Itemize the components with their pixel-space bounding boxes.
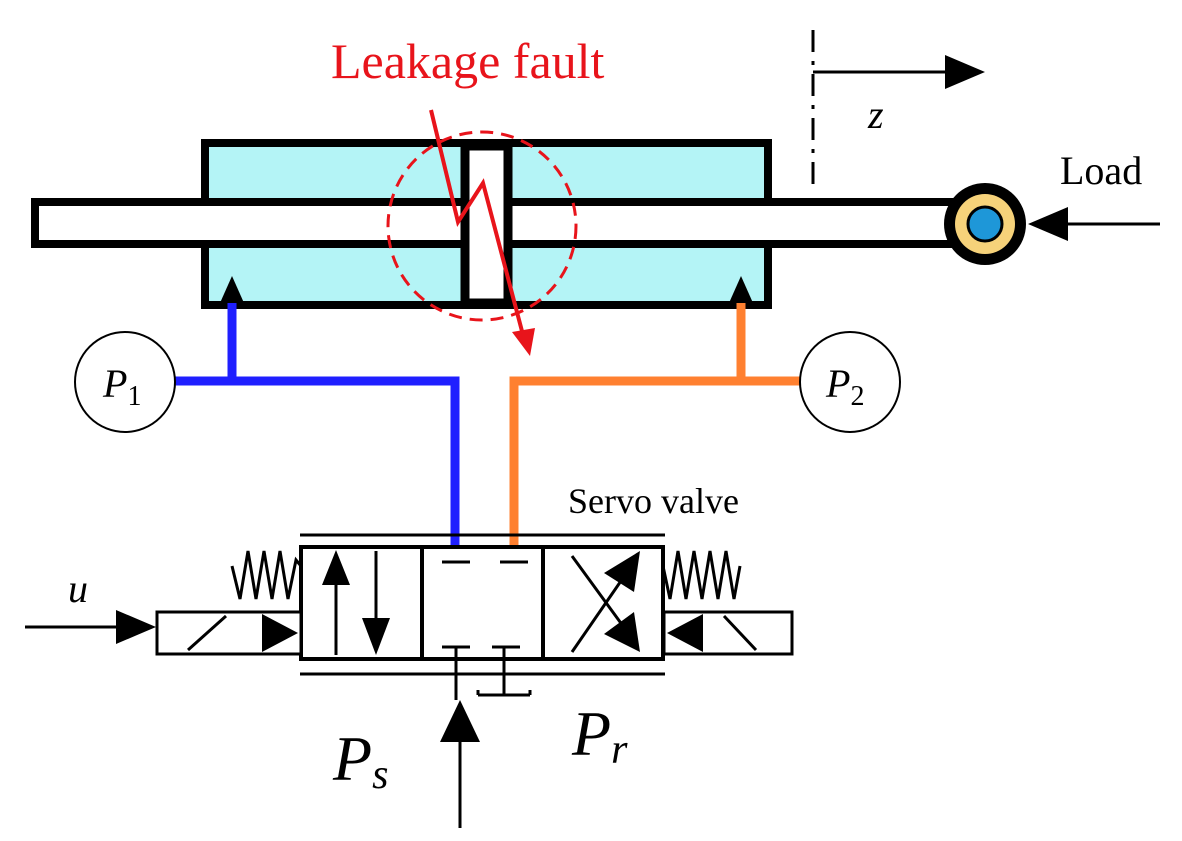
supply-line bbox=[440, 647, 480, 828]
envelope-left-down-head bbox=[362, 618, 390, 655]
supply-pressure-subscript: s bbox=[372, 752, 388, 798]
sensor-p2-circle bbox=[799, 331, 901, 433]
chamber2-line bbox=[509, 303, 746, 558]
return-pressure-label: Pr bbox=[571, 698, 628, 773]
supply-pressure-symbol: P bbox=[332, 723, 372, 794]
dashed-circle-icon bbox=[386, 130, 578, 322]
valve-body bbox=[299, 545, 665, 661]
load-label: Load bbox=[1060, 148, 1142, 193]
envelope-right-head-up bbox=[604, 551, 640, 592]
solenoid-left-slash bbox=[186, 614, 228, 652]
supply-pressure-label: Ps bbox=[332, 723, 388, 798]
return-pressure-subscript: r bbox=[611, 727, 628, 773]
sensor-p2-label: P2 bbox=[825, 361, 864, 412]
envelope-left-up-head bbox=[322, 550, 350, 585]
piston bbox=[460, 141, 513, 308]
fault-label: Leakage fault bbox=[331, 33, 605, 89]
solenoid-right-slash bbox=[722, 614, 758, 652]
fault-arrowhead bbox=[512, 328, 535, 356]
spring-icon-right bbox=[661, 550, 742, 600]
envelope-right-cross-1 bbox=[570, 555, 625, 627]
supply-arrowhead bbox=[440, 700, 480, 742]
spring-icon bbox=[230, 550, 303, 600]
sensor-p1-subscript: 1 bbox=[127, 381, 141, 412]
return-pressure-symbol: P bbox=[571, 698, 611, 769]
displacement-indicator: z bbox=[811, 30, 985, 193]
envelope-right-cross-2 bbox=[570, 577, 625, 653]
load-joint: Load bbox=[944, 148, 1160, 265]
envelope-right-head-down bbox=[604, 612, 640, 652]
load-arrowhead bbox=[1028, 207, 1068, 241]
ball-joint-center bbox=[966, 205, 1004, 243]
lightning-bolt-icon bbox=[429, 109, 525, 336]
displacement-label: z bbox=[867, 92, 884, 137]
hydraulic-cylinder bbox=[31, 139, 969, 309]
sensor-p1-symbol: P bbox=[102, 361, 127, 406]
displacement-arrowhead bbox=[945, 55, 985, 89]
leakage-fault: Leakage fault bbox=[331, 33, 605, 356]
valve-label: Servo valve bbox=[568, 481, 739, 521]
input-arrowhead bbox=[116, 610, 156, 644]
pressure-sensor-p2: P2 bbox=[799, 331, 901, 433]
input-label: u bbox=[68, 566, 88, 611]
sensor-p2-subscript: 2 bbox=[850, 381, 864, 412]
solenoid-right-head bbox=[667, 614, 703, 652]
chamber1-line bbox=[227, 303, 460, 558]
port-right-marker bbox=[729, 276, 753, 303]
solenoid-left-head bbox=[262, 614, 298, 652]
sensor-p2-symbol: P bbox=[825, 361, 850, 406]
port-left-marker bbox=[220, 276, 244, 303]
sensor-p1-label: P1 bbox=[102, 361, 141, 412]
sensor-p1-circle bbox=[74, 331, 176, 433]
servo-valve: Servo valve u bbox=[25, 481, 794, 697]
pressure-sensor-p1: P1 bbox=[74, 331, 176, 433]
